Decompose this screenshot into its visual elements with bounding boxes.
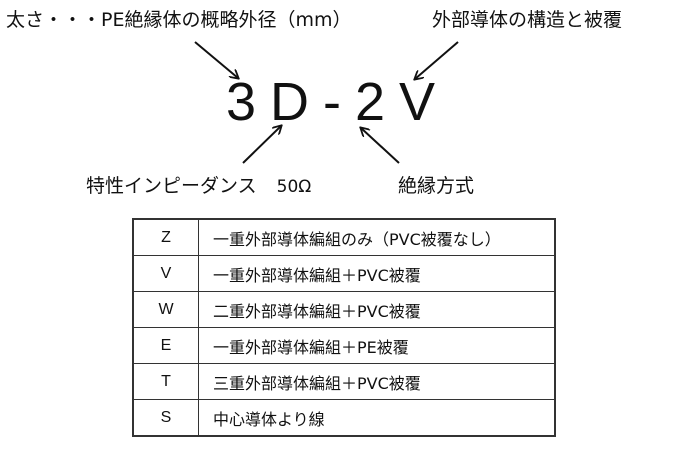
row-key: E xyxy=(132,327,199,364)
impedance-text: 特性インピーダンス xyxy=(86,175,257,197)
table-row: S 中心導体より線 xyxy=(132,399,556,437)
impedance-value: 50Ω xyxy=(276,177,312,197)
suffix-legend-table: Z 一重外部導体編組のみ（PVC被覆なし） V 一重外部導体編組＋PVC被覆 W… xyxy=(132,218,556,437)
size-label: 太さ・・・PE絶縁体の概略外径（mm） xyxy=(6,9,352,31)
row-key: T xyxy=(132,363,199,400)
arrow-outer-conductor xyxy=(415,41,459,79)
table-row: T 三重外部導体編組＋PVC被覆 xyxy=(132,363,556,400)
row-desc: 二重外部導体編組＋PVC被覆 xyxy=(198,291,556,328)
impedance-label: 特性インピーダンス 50Ω xyxy=(86,174,311,199)
outer-conductor-label: 外部導体の構造と被覆 xyxy=(432,9,623,31)
row-desc: 一重外部導体編組＋PVC被覆 xyxy=(198,255,556,292)
row-key: W xyxy=(132,291,199,328)
row-desc: 一重外部導体編組のみ（PVC被覆なし） xyxy=(198,218,556,256)
insulation-label: 絶縁方式 xyxy=(398,175,475,197)
table-row: Z 一重外部導体編組のみ（PVC被覆なし） xyxy=(132,218,556,256)
table-row: W 二重外部導体編組＋PVC被覆 xyxy=(132,291,556,328)
row-key: Z xyxy=(132,218,199,256)
cable-code: 3D-2V xyxy=(226,72,450,132)
arrow-insulation xyxy=(361,128,400,164)
arrow-impedance xyxy=(242,126,281,164)
table-row: V 一重外部導体編組＋PVC被覆 xyxy=(132,255,556,292)
arrow-size xyxy=(194,41,238,78)
row-desc: 三重外部導体編組＋PVC被覆 xyxy=(198,363,556,400)
table-row: E 一重外部導体編組＋PE被覆 xyxy=(132,327,556,364)
row-key: V xyxy=(132,255,199,292)
row-key: S xyxy=(132,399,199,437)
row-desc: 一重外部導体編組＋PE被覆 xyxy=(198,327,556,364)
row-desc: 中心導体より線 xyxy=(198,399,556,437)
